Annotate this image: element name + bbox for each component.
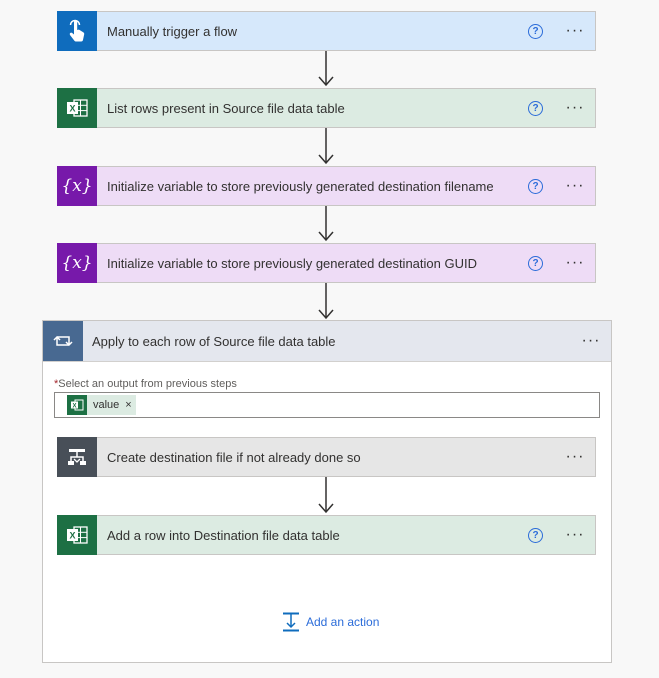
more-options-button[interactable]: ··· [581, 332, 601, 349]
more-options-button[interactable]: ··· [565, 177, 585, 194]
more-options-button[interactable]: ··· [565, 254, 585, 271]
step-list-rows[interactable]: X List rows present in Source file data … [57, 88, 596, 128]
help-icon[interactable]: ? [528, 527, 543, 543]
more-options-button[interactable]: ··· [565, 448, 585, 465]
add-action-label: Add an action [306, 615, 380, 629]
step-title: Initialize variable to store previously … [107, 178, 494, 194]
more-options-button[interactable]: ··· [565, 99, 585, 116]
connector-arrow [318, 477, 334, 514]
svg-text:X: X [69, 531, 75, 541]
apply-to-each-header[interactable]: Apply to each row of Source file data ta… [43, 321, 611, 362]
required-marker: * [54, 378, 59, 390]
step-title: List rows present in Source file data ta… [107, 100, 345, 116]
step-title: Manually trigger a flow [107, 23, 238, 39]
more-options-button[interactable]: ··· [565, 22, 585, 39]
connector-arrow [318, 128, 334, 165]
variable-icon: {x} [57, 166, 97, 206]
output-label-text: Select an output from previous steps [58, 378, 237, 390]
svg-text:X: X [69, 104, 75, 114]
dynamic-content-token[interactable]: X value × [67, 395, 136, 415]
help-icon[interactable]: ? [528, 255, 543, 271]
remove-token-button[interactable]: × [125, 399, 132, 411]
connector-arrow [318, 51, 334, 87]
help-icon[interactable]: ? [528, 100, 543, 116]
step-init-variable-filename[interactable]: {x} Initialize variable to store previou… [57, 166, 596, 206]
add-action-button[interactable]: Add an action [282, 612, 379, 632]
connector-arrow [318, 283, 334, 320]
step-title: Add a row into Destination file data tab… [107, 527, 340, 543]
step-title: Initialize variable to store previously … [107, 255, 477, 271]
excel-icon: X [67, 395, 87, 415]
step-title: Apply to each row of Source file data ta… [92, 333, 336, 349]
connector-arrow [318, 206, 334, 242]
token-text: value [93, 399, 120, 411]
touch-icon [57, 11, 97, 51]
add-action-icon [283, 612, 299, 632]
loop-icon [43, 321, 83, 361]
step-manually-trigger[interactable]: Manually trigger a flow ? ··· [57, 11, 596, 51]
help-icon[interactable]: ? [528, 178, 543, 194]
step-add-row[interactable]: X Add a row into Destination file data t… [57, 515, 596, 555]
excel-icon: X [57, 515, 97, 555]
step-create-destination-file[interactable]: Create destination file if not already d… [57, 437, 596, 477]
apply-to-each-scope: Apply to each row of Source file data ta… [42, 320, 612, 663]
more-options-button[interactable]: ··· [565, 526, 585, 543]
output-field-label: *Select an output from previous steps [54, 378, 237, 390]
step-title: Create destination file if not already d… [107, 449, 361, 465]
excel-icon: X [57, 88, 97, 128]
svg-text:X: X [72, 403, 76, 409]
output-select-input[interactable]: X value × [54, 392, 600, 418]
step-init-variable-guid[interactable]: {x} Initialize variable to store previou… [57, 243, 596, 283]
help-icon[interactable]: ? [528, 23, 543, 39]
variable-icon: {x} [57, 243, 97, 283]
scope-icon [57, 437, 97, 477]
